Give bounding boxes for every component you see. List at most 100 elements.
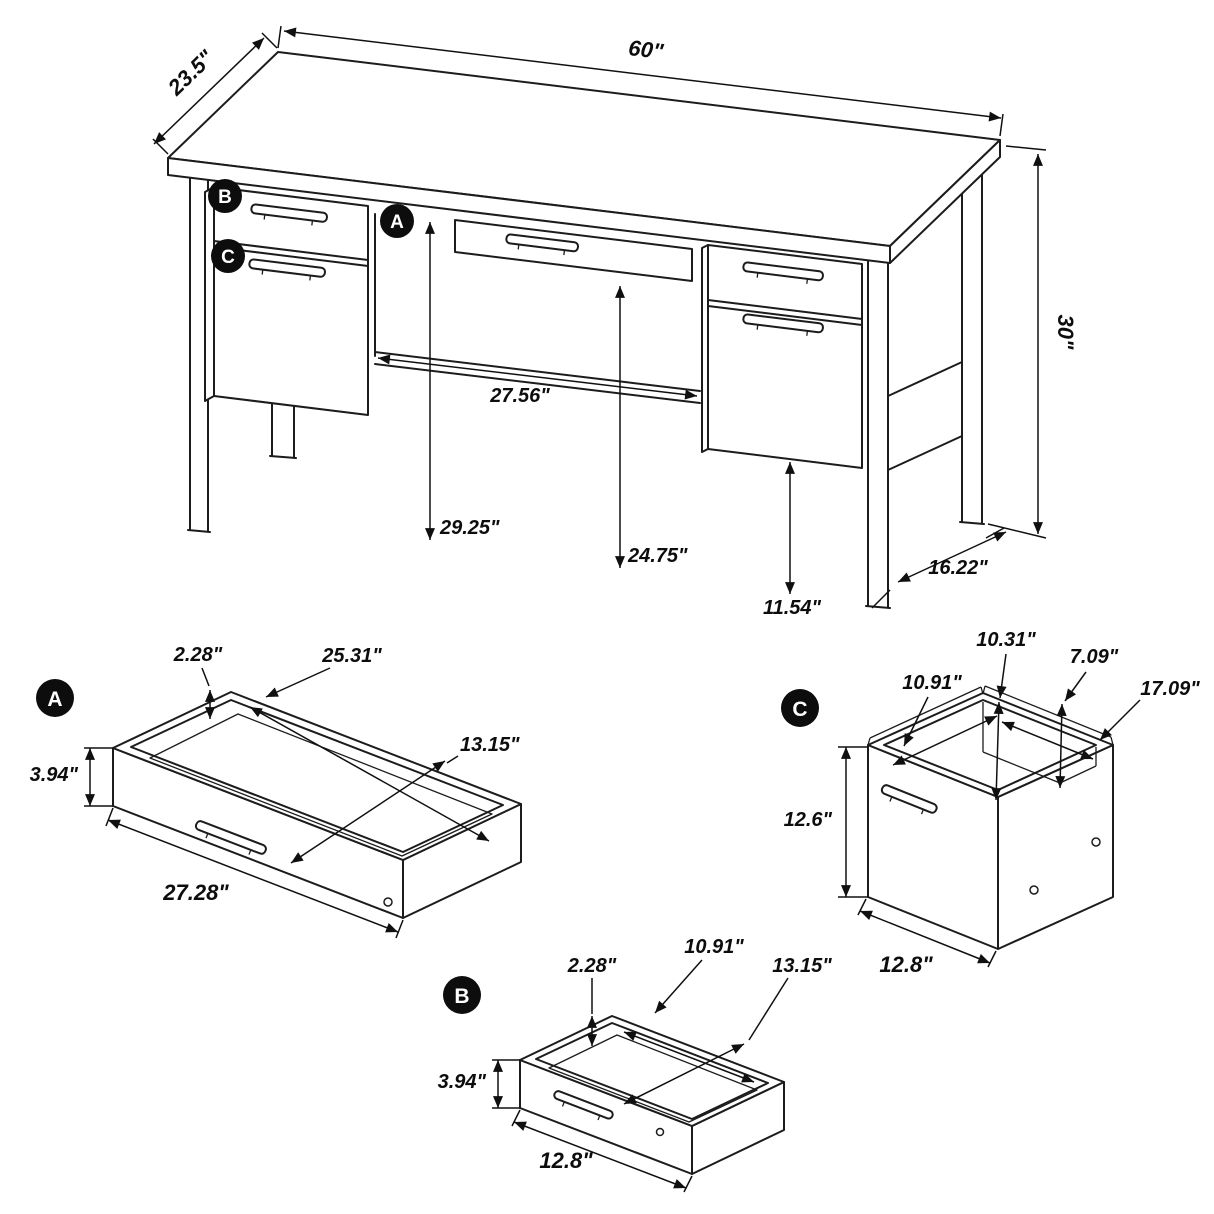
dim-b-inner-depth: 13.15" xyxy=(623,955,832,1105)
dim-c-inner-height-back: 10.31" xyxy=(976,629,1036,801)
dim-line xyxy=(859,910,991,964)
dim-line xyxy=(991,701,1004,801)
handle-bar xyxy=(742,261,824,282)
part-c-cam-hole-2 xyxy=(1029,885,1039,895)
dim-label: 13.15" xyxy=(772,955,832,977)
dim-ext xyxy=(84,747,113,807)
dim-leader xyxy=(748,977,789,1041)
part-b-drawing: 2.28" 10.91" 13.15" 3.94" 12.8" B xyxy=(438,936,832,1193)
handle-feet xyxy=(263,214,314,226)
dim-a-height: 3.94" xyxy=(30,747,113,807)
dim-leader xyxy=(265,667,331,698)
dim-ext xyxy=(987,145,1047,539)
drawer-b-handle xyxy=(250,203,328,226)
desk-drawing: 60" 23.5" 30" 27.56" 29.25" 24.75" 11.54… xyxy=(152,25,1078,619)
dim-line xyxy=(283,27,1002,122)
dim-label: 3.94" xyxy=(30,764,79,786)
part-a-badge: A xyxy=(36,679,74,717)
dim-label: 10.31" xyxy=(976,629,1036,651)
desk-badge-a: A xyxy=(380,204,414,238)
dim-leader xyxy=(1064,671,1087,702)
badge-circle xyxy=(443,976,481,1014)
desktop-right-face xyxy=(889,139,1001,264)
badge-letter: C xyxy=(792,698,807,721)
part-c-handle xyxy=(880,784,938,815)
part-b-handle xyxy=(553,1090,614,1121)
dim-label: 30" xyxy=(1053,315,1078,350)
dim-top-length: 60" xyxy=(277,25,1004,137)
part-c-back-panel-edges xyxy=(867,685,1114,746)
dim-line xyxy=(892,715,998,766)
handle-feet xyxy=(889,796,924,815)
dim-ext xyxy=(511,1109,693,1193)
dim-drawer-clearance: 24.75" xyxy=(615,286,688,568)
right-drawer-handle xyxy=(742,261,824,284)
dim-b-rim-thickness: 2.28" xyxy=(567,955,617,1046)
dim-label: 16.22" xyxy=(928,557,988,579)
left-pedestal-side-face xyxy=(204,186,215,402)
dim-label: 13.15" xyxy=(460,734,520,756)
dim-label: 12.8" xyxy=(539,1148,593,1173)
part-b-interior-bottom xyxy=(548,1034,758,1123)
badge-circle xyxy=(208,179,242,213)
right-pedestal-front-face xyxy=(707,244,863,469)
dim-line xyxy=(623,1043,745,1105)
part-b-cam-hole xyxy=(655,1127,665,1137)
dim-line xyxy=(1001,721,1094,760)
dim-c-height: 12.6" xyxy=(784,746,868,898)
part-a-drawing: 3.94" 2.28" 25.31" 13.15" 27.28" A xyxy=(30,644,522,939)
handle-feet xyxy=(756,272,809,284)
badge-letter: B xyxy=(454,985,469,1008)
part-c-badge: C xyxy=(781,689,819,727)
dim-ext xyxy=(838,746,868,898)
part-a-cam-hole xyxy=(383,897,393,907)
dim-label: 25.31" xyxy=(321,645,382,667)
dim-kneehole-height: 29.25" xyxy=(425,222,500,540)
handle-feet xyxy=(561,1101,601,1121)
desk-front-right-leg xyxy=(865,251,891,609)
dim-line xyxy=(153,37,265,145)
dim-label: 11.54" xyxy=(763,597,822,619)
dim-c-outer-width: 12.8" xyxy=(857,898,997,977)
handle-bar xyxy=(248,258,326,278)
dim-label: 29.25" xyxy=(439,517,500,539)
handle-feet xyxy=(756,324,809,336)
dim-side-frame-depth: 16.22" xyxy=(871,527,1007,609)
dim-line xyxy=(897,531,1007,583)
dim-leader xyxy=(996,653,1007,699)
handle-feet xyxy=(517,244,566,256)
part-c-cam-hole-1 xyxy=(1091,837,1101,847)
badge-letter: C xyxy=(221,247,235,268)
dim-ext xyxy=(277,25,1004,137)
handle-bar xyxy=(553,1090,614,1120)
desk-back-left-leg xyxy=(269,401,297,459)
dim-a-rim-thickness: 2.28" xyxy=(173,644,223,719)
handle-feet xyxy=(261,269,312,281)
dim-label: 3.94" xyxy=(438,1071,487,1093)
dim-label: 24.75" xyxy=(627,545,688,567)
desk-badge-b: B xyxy=(208,179,242,213)
dim-leader xyxy=(1099,699,1141,741)
part-c-drawing: 10.91" 10.31" 7.09" 17.09" 12.6" 12. xyxy=(781,629,1200,977)
drawer-a-handle xyxy=(505,233,580,256)
dim-label: 27.56" xyxy=(489,385,550,407)
handle-bar xyxy=(880,784,938,814)
dim-label: 2.28" xyxy=(173,644,223,666)
badge-circle xyxy=(211,239,245,273)
badge-circle xyxy=(380,204,414,238)
dim-right-pedestal-clearance: 11.54" xyxy=(763,462,822,619)
dim-leader xyxy=(654,959,703,1014)
dim-c-inner-depth: 10.91" xyxy=(892,672,998,766)
handle-bar xyxy=(250,203,328,223)
handle-bar xyxy=(742,313,824,334)
dim-c-inner-width: 17.09" xyxy=(1001,678,1200,760)
dim-label: 27.28" xyxy=(162,880,229,905)
dim-overall-height: 30" xyxy=(987,145,1078,539)
dim-label: 60" xyxy=(627,35,665,64)
dim-label: 23.5" xyxy=(162,45,219,101)
dim-ext xyxy=(492,1059,520,1109)
dim-b-height: 3.94" xyxy=(438,1059,520,1109)
dim-line xyxy=(107,819,399,933)
